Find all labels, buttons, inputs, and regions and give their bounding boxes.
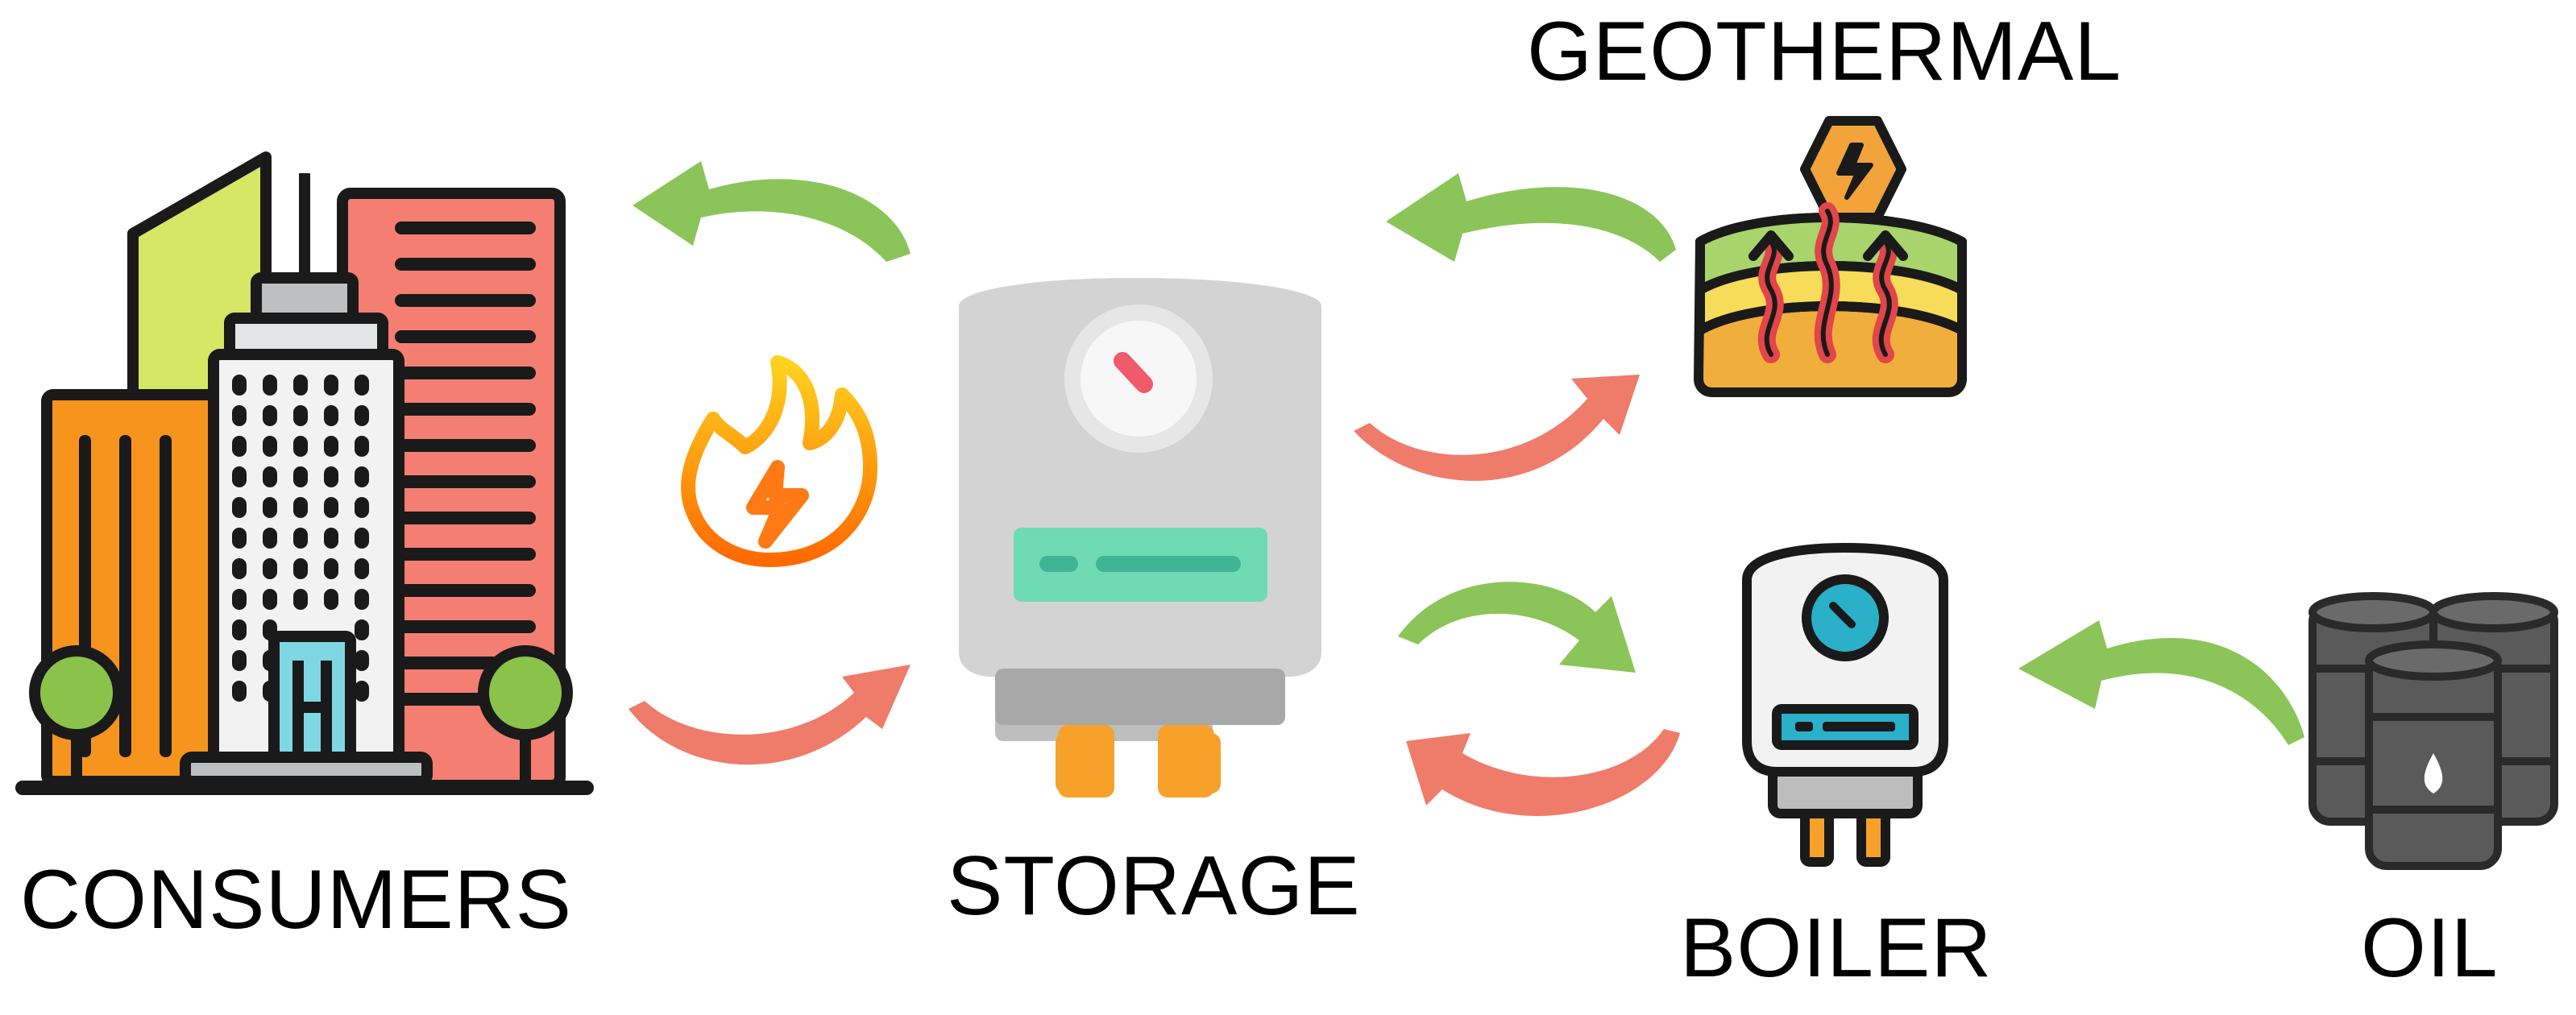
boiler-icon: [1742, 543, 1948, 867]
flow-arrow-consumers-to-storage: [628, 665, 911, 765]
label-geothermal: GEOTHERMAL: [1527, 5, 2122, 98]
label-oil: OIL: [2361, 901, 2499, 995]
geothermal-icon: [1694, 116, 1967, 397]
label-boiler: BOILER: [1680, 901, 1993, 995]
flow-arrow-oil-to-boiler: [2018, 620, 2304, 745]
oil-barrels-icon: [2308, 592, 2558, 870]
fire-energy-icon: [681, 355, 877, 567]
flow-arrow-storage-to-geothermal: [1354, 375, 1640, 481]
label-storage: STORAGE: [947, 839, 1361, 933]
storage-tank-icon: [959, 278, 1321, 798]
flow-arrow-boiler-to-storage: [1406, 729, 1680, 816]
label-consumers: CONSUMERS: [20, 853, 573, 947]
flow-arrow-storage-to-consumers: [633, 161, 911, 262]
flow-arrow-geothermal-to-storage: [1386, 173, 1676, 262]
flow-arrow-storage-to-boiler: [1398, 582, 1636, 673]
city-buildings-icon: [15, 151, 594, 795]
